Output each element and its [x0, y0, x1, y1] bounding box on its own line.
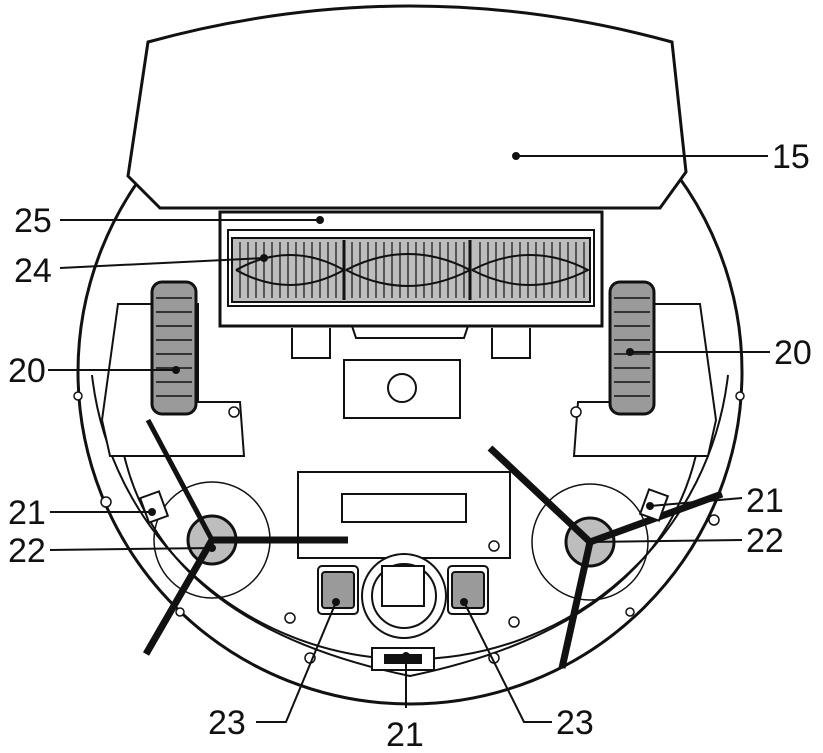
- screw-icon: [228, 406, 240, 418]
- battery-cover-slot: [341, 493, 467, 523]
- screw-icon: [708, 514, 720, 526]
- callout-22-left: 22: [8, 532, 46, 570]
- brush-clip-right: [491, 328, 531, 359]
- leader-23-right: [463, 601, 552, 723]
- callout-21-left: 21: [8, 494, 46, 532]
- callout-15: 15: [772, 138, 810, 176]
- left-drive-wheel: [150, 280, 198, 416]
- callout-20-right: 20: [774, 334, 812, 372]
- callout-24: 24: [14, 252, 52, 290]
- right-side-brush-assembly: [487, 445, 724, 669]
- leader-24: [59, 257, 265, 269]
- callout-21-right: 21: [746, 482, 784, 520]
- screw-icon: [100, 496, 112, 508]
- right-drive-wheel-assembly: [572, 280, 718, 457]
- bottom-plate-edge: [117, 419, 703, 678]
- brush-clip-left: [291, 328, 331, 359]
- right-charging-contact: [447, 565, 489, 615]
- center-sensor-lens: [387, 373, 417, 403]
- screw-icon: [488, 540, 500, 552]
- callout-labels: 15 25 24 20 20 21 22 21 22 23 21 23: [8, 138, 812, 753]
- right-drive-wheel: [608, 280, 656, 416]
- left-wheel-tread: [156, 297, 192, 397]
- callout-23-right: 23: [556, 704, 594, 742]
- screw-icon: [570, 406, 582, 418]
- caster-wheel: [361, 553, 447, 639]
- brush-blades: [235, 240, 591, 300]
- callout-21-bottom: 21: [386, 716, 424, 753]
- right-side-brush-arm-3: [558, 541, 594, 669]
- center-sensor-window: [343, 359, 461, 419]
- screw-icon: [284, 612, 296, 624]
- left-cliff-sensor: [138, 490, 170, 524]
- leader-23-left: [256, 601, 337, 723]
- left-drive-wheel-assembly: [100, 280, 246, 457]
- screw-icon: [175, 607, 185, 617]
- dust-bin-panel: [126, 4, 688, 210]
- right-side-brush-arm-1: [487, 445, 593, 545]
- screw-icon: [508, 616, 520, 628]
- main-brush-housing: [218, 210, 604, 359]
- bottom-cliff-sensor: [371, 647, 435, 671]
- callout-22-right: 22: [746, 522, 784, 560]
- leader-lines: [48, 152, 770, 723]
- screw-icon: [625, 607, 635, 617]
- leader-22-left: [49, 547, 213, 551]
- callout-25: 25: [14, 202, 52, 240]
- leader-21-right: [649, 497, 743, 507]
- screw-icon: [735, 391, 745, 401]
- left-charging-contact: [317, 565, 359, 615]
- screw-icon: [73, 391, 83, 401]
- leader-22-right: [589, 539, 743, 543]
- callout-20-left: 20: [8, 352, 46, 390]
- left-side-brush-assembly: [138, 418, 348, 656]
- left-side-brush-arm-3: [142, 538, 216, 656]
- left-side-brush-arm-1: [145, 418, 215, 542]
- brush-latch: [351, 325, 469, 339]
- screws: [73, 391, 745, 664]
- callout-23-left: 23: [208, 704, 246, 742]
- brush-bristles: [239, 242, 585, 298]
